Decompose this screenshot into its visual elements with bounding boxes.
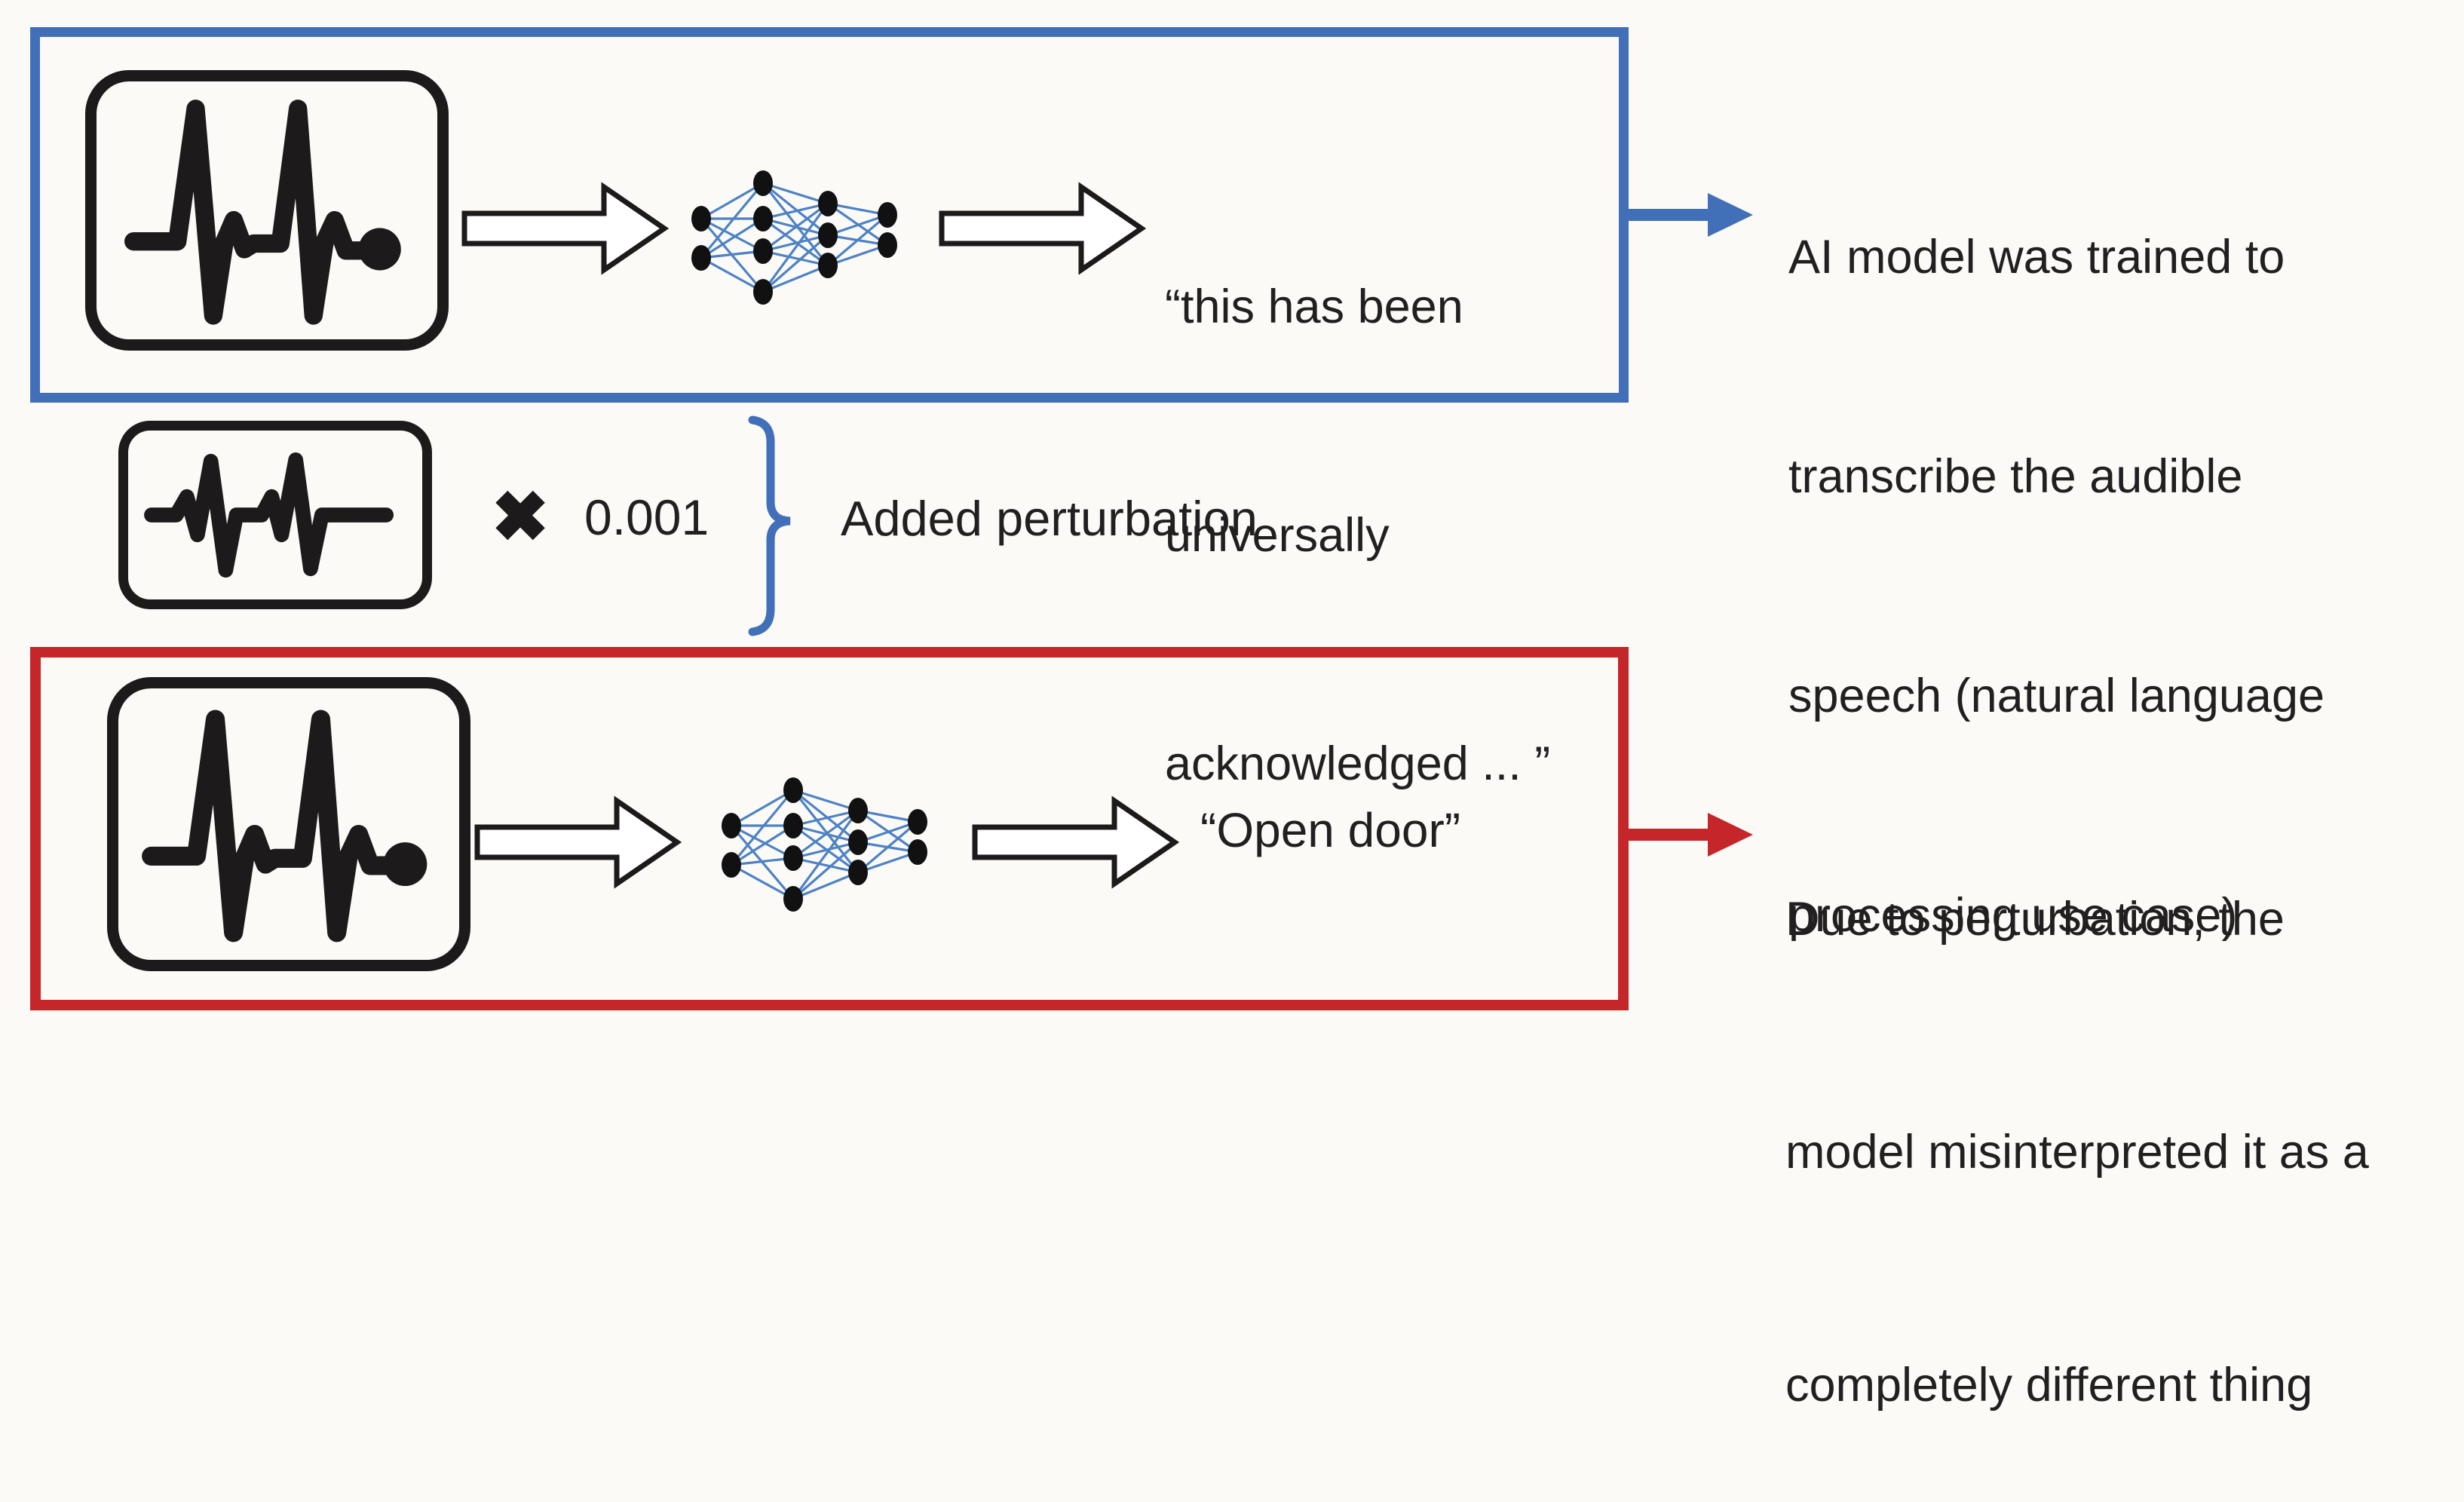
audio-waveform-icon xyxy=(142,710,428,943)
audio-waveform-icon xyxy=(124,100,401,325)
flow-arrow-icon xyxy=(939,182,1147,275)
noise-waveform-box xyxy=(118,421,432,609)
perturbation-brace xyxy=(748,415,791,636)
neural-network-icon xyxy=(691,170,897,305)
flow-arrow-icon xyxy=(972,795,1180,889)
noise-waveform-icon xyxy=(144,452,394,578)
misinterpreted-transcription-text: “Open door” xyxy=(1200,803,1461,857)
red-callout-arrow-icon xyxy=(1629,813,1753,857)
perturbed-pipeline-note: Due to perturbation, the model misinterp… xyxy=(1785,725,2369,1502)
blue-callout-arrow-icon xyxy=(1629,193,1753,237)
perturbation-label: Added perturbation xyxy=(841,491,1258,546)
flow-arrow-icon xyxy=(461,182,670,275)
transcription-line: acknowledged ... ” xyxy=(1165,737,1551,790)
note-line: completely different thing xyxy=(1785,1359,2313,1412)
perturbation-factor: 0.001 xyxy=(584,489,709,545)
perturbed-waveform-box xyxy=(107,677,470,971)
transcription-line: “this has been xyxy=(1165,280,1463,333)
neural-network-icon xyxy=(722,777,927,912)
audio-waveform-box xyxy=(85,70,449,351)
note-line: transcribe the audible xyxy=(1788,450,2243,503)
transcription-text: “this has been universally acknowledged … xyxy=(1165,117,1550,878)
clean-pipeline-note: AI model was trained to transcribe the a… xyxy=(1788,75,2325,1025)
multiply-icon: ✖ xyxy=(491,478,550,556)
diagram-shapes xyxy=(461,170,1753,912)
note-line: speech (natural language xyxy=(1788,670,2325,722)
transcription-line: universally xyxy=(1165,509,1390,562)
note-line: model misinterpreted it as a xyxy=(1785,1126,2369,1179)
perturbed-audio-panel xyxy=(30,647,1629,1010)
note-line: processing use case) xyxy=(1788,889,2238,942)
flow-arrow-icon xyxy=(474,795,682,889)
note-line: AI model was trained to xyxy=(1788,231,2285,284)
note-line: Due to perturbation, the xyxy=(1785,893,2285,946)
clean-audio-panel xyxy=(30,27,1629,403)
